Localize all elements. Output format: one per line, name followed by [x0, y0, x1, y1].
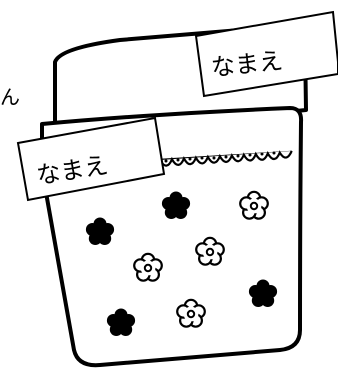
lid-name-label: なまえ	[194, 10, 338, 98]
body-name-label: なまえ	[16, 116, 166, 202]
edge-text-fragment: ん	[0, 85, 20, 109]
lace-trim	[159, 150, 293, 167]
